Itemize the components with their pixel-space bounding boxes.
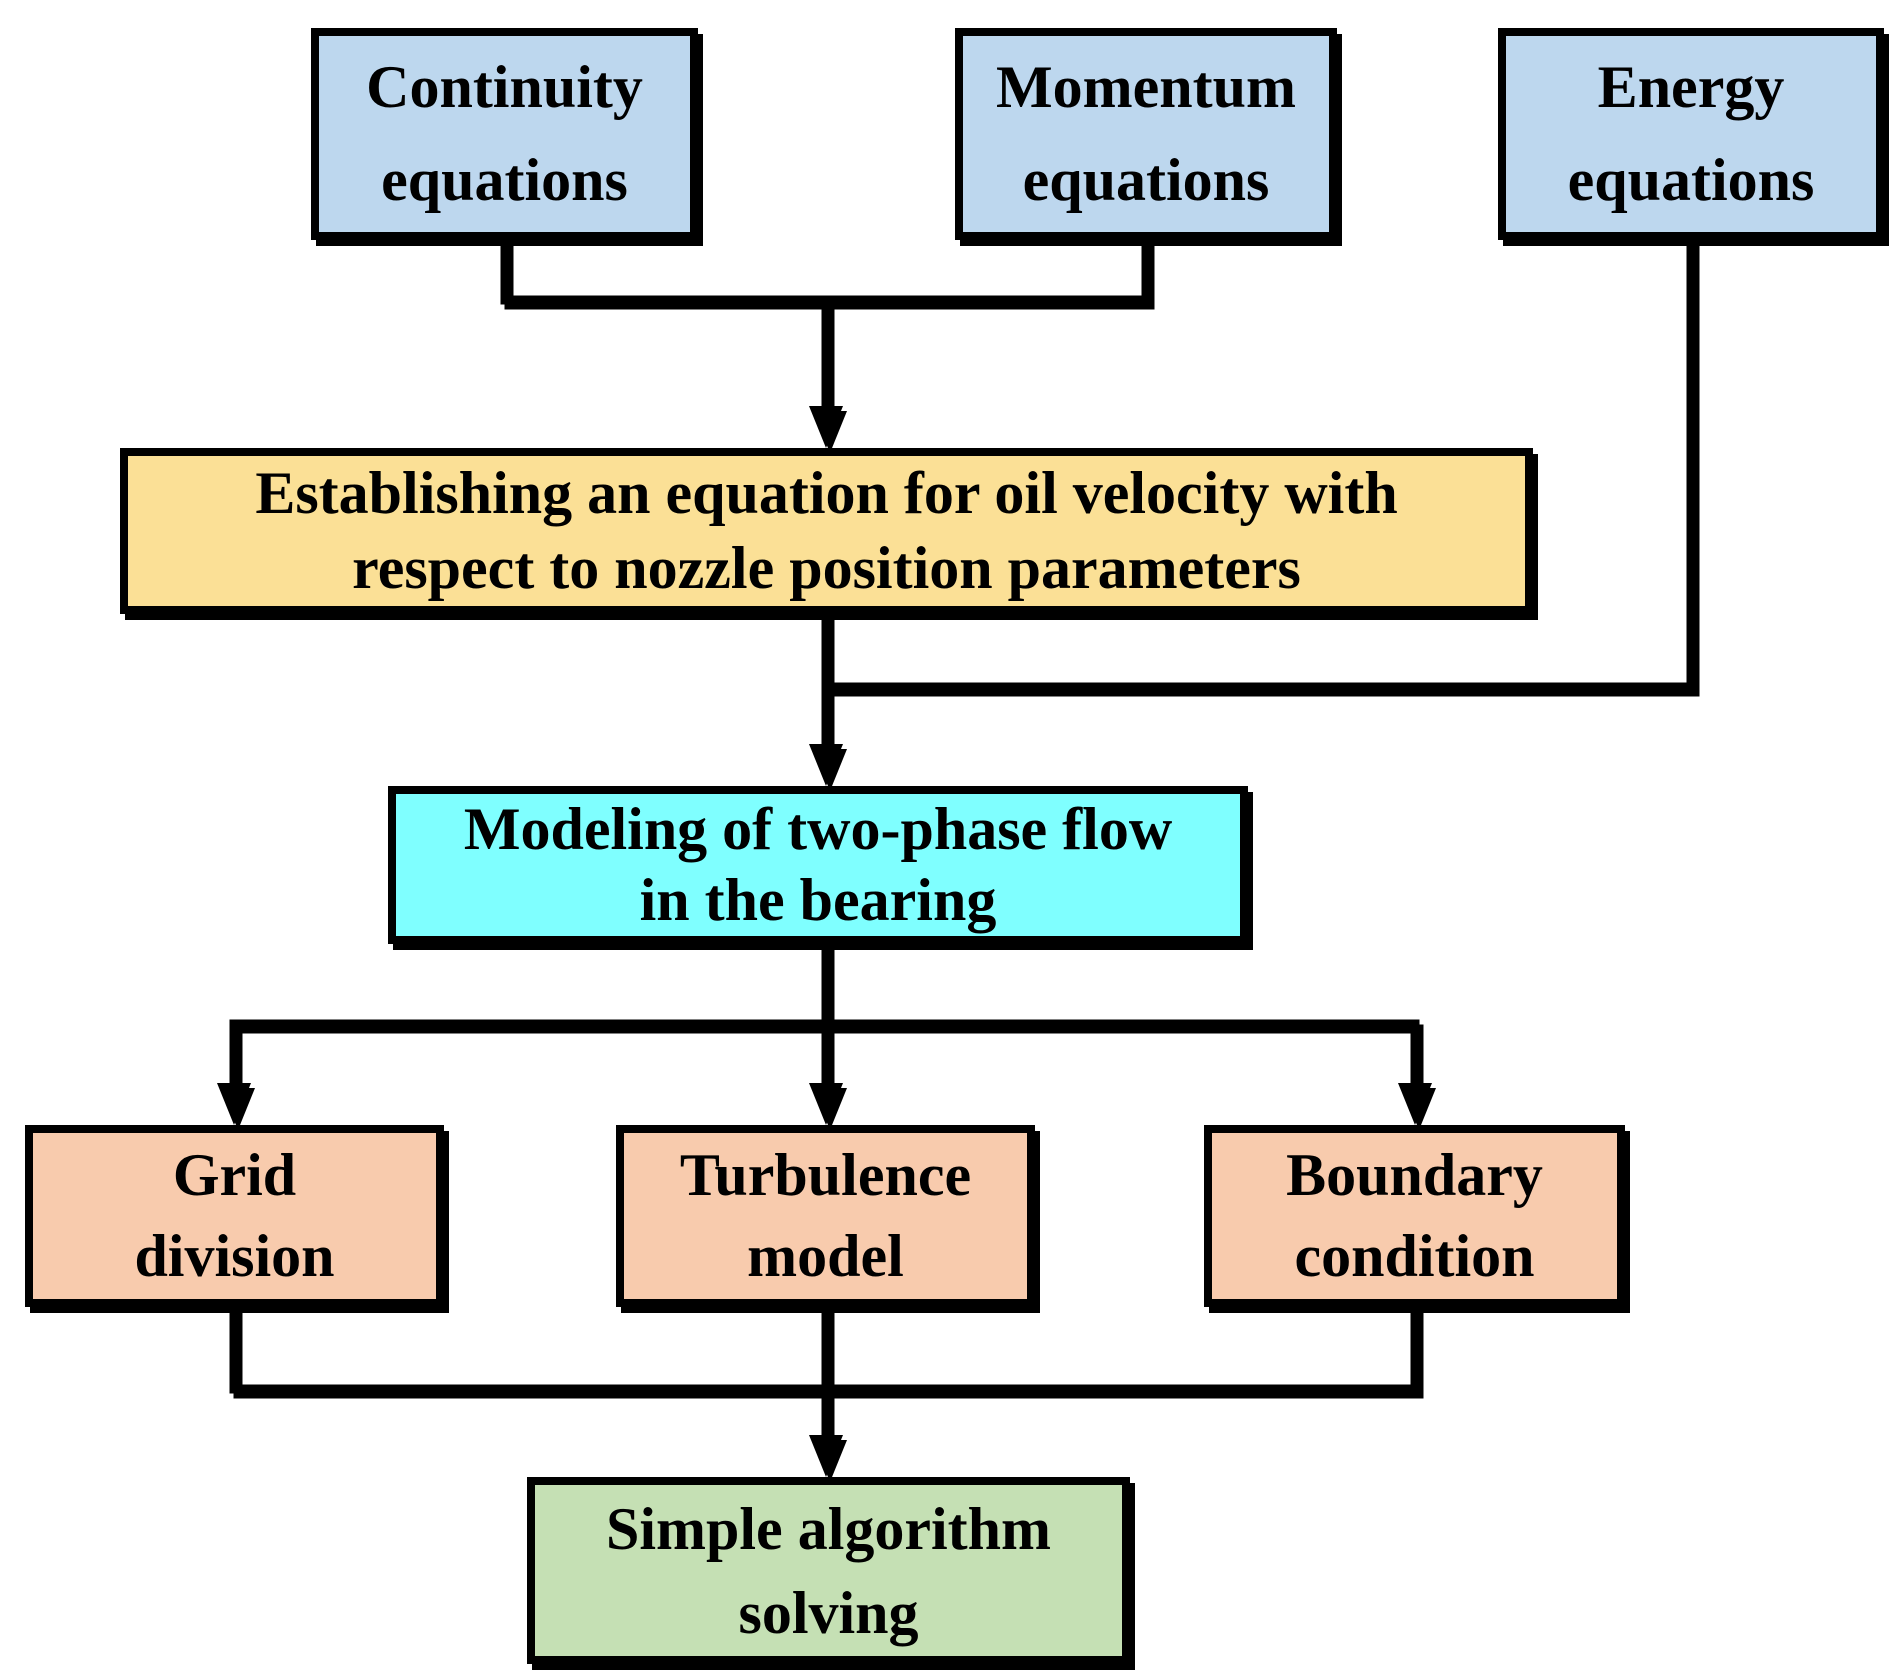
- node-boundary-condition-label: Boundary condition: [1286, 1142, 1543, 1289]
- node-oil-velocity-equation-label: Establishing an equation for oil velocit…: [255, 460, 1398, 601]
- node-continuity-equations-label: Continuity equations: [366, 54, 643, 213]
- node-continuity-equations: Continuity equations: [311, 28, 698, 240]
- node-two-phase-flow-modeling: Modeling of two-phase flow in the bearin…: [388, 786, 1248, 944]
- node-simple-algorithm-solving: Simple algorithm solving: [527, 1477, 1130, 1664]
- arrowhead-into-oil-velocity: [809, 406, 843, 448]
- arrowhead-into-boundary: [1398, 1083, 1432, 1125]
- arrowhead-into-grid: [217, 1083, 251, 1125]
- node-turbulence-model-label: Turbulence model: [679, 1142, 972, 1289]
- node-simple-algorithm-solving-label: Simple algorithm solving: [606, 1495, 1051, 1646]
- node-energy-equations: Energy equations: [1498, 28, 1884, 240]
- edge-split-bar: [229, 1019, 1420, 1092]
- node-two-phase-flow-modeling-label: Modeling of two-phase flow in the bearin…: [463, 796, 1173, 933]
- node-grid-division-label: Grid division: [134, 1142, 335, 1289]
- node-boundary-condition: Boundary condition: [1204, 1125, 1625, 1307]
- edge-continuity-momentum-merge: [500, 240, 1151, 305]
- node-energy-equations-label: Energy equations: [1567, 54, 1815, 213]
- node-turbulence-model: Turbulence model: [616, 1125, 1035, 1307]
- node-oil-velocity-equation: Establishing an equation for oil velocit…: [120, 448, 1533, 614]
- node-grid-division: Grid division: [25, 1125, 444, 1307]
- node-momentum-equations-label: Momentum equations: [996, 54, 1296, 213]
- node-momentum-equations: Momentum equations: [955, 28, 1337, 240]
- arrowhead-into-two-phase: [809, 744, 843, 786]
- edge-energy-bypass: [826, 240, 1696, 692]
- arrowhead-into-turbulence: [809, 1083, 843, 1125]
- arrowhead-into-simple: [809, 1435, 843, 1477]
